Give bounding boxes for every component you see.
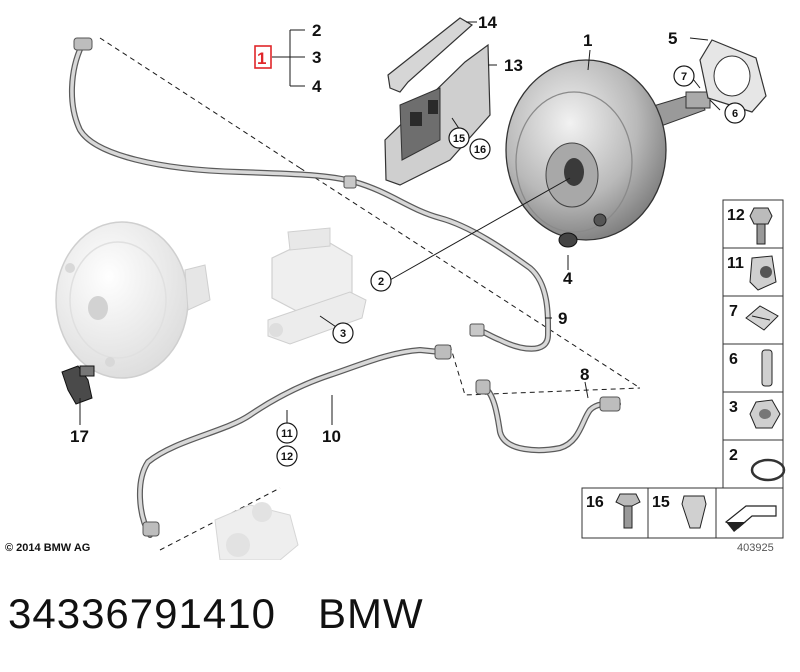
bubble-2: 2: [378, 276, 384, 288]
legend-right: 12 11 7 6 3 2: [722, 199, 786, 489]
callout-5: 5: [668, 29, 677, 48]
expanding-nut-icon: [681, 495, 707, 529]
gasket: [699, 39, 767, 113]
ghost-pump: [214, 502, 299, 560]
bubble-15: 15: [453, 133, 465, 145]
bracket-item-4: 4: [312, 77, 322, 96]
callout-labels: 1 5 14 13 4 9 8 10 17 1 2 3 4: [70, 13, 677, 446]
spring-clip-icon: [745, 305, 779, 331]
part-number: 34336791410: [8, 590, 276, 637]
brand-name: BMW: [317, 590, 424, 637]
grommet: [558, 232, 578, 248]
legend-label-12: 12: [727, 207, 745, 224]
bubble-3: 3: [340, 328, 346, 340]
screw-icon: [615, 493, 641, 529]
brake-booster: [505, 59, 711, 241]
bubble-7: 7: [681, 71, 687, 83]
callout-14: 14: [478, 13, 497, 32]
legend-label-6: 6: [729, 351, 738, 368]
legend-label-7: 7: [729, 303, 738, 320]
callout-17: 17: [70, 427, 89, 446]
diagram-id: 403925: [737, 542, 774, 554]
legend-label-15: 15: [652, 494, 670, 511]
callout-9: 9: [558, 309, 567, 328]
vacuum-line-8: [475, 379, 621, 454]
legend-label-11: 11: [727, 255, 744, 272]
bracket-highlight-label: 1: [257, 49, 266, 68]
clip-icon: [749, 255, 777, 291]
legend-bottom: 16 15: [581, 487, 784, 539]
callout-4: 4: [563, 269, 573, 288]
vacuum-line-10: [136, 344, 452, 538]
highlight-box: [254, 45, 272, 69]
pin-icon: [761, 349, 773, 387]
legend-label-16: 16: [586, 494, 604, 511]
callout-13: 13: [504, 56, 523, 75]
legend-label-3: 3: [729, 399, 738, 416]
bracket-item-2: 2: [312, 21, 321, 40]
bubble-labels: 2 3 7 6 15 16 11 12: [281, 71, 738, 463]
heat-shield: [384, 17, 491, 186]
nut-icon: [749, 399, 781, 429]
bracket-item-3: 3: [312, 48, 321, 67]
legend-label-2: 2: [729, 447, 738, 464]
leader-lines: [79, 21, 721, 425]
callout-10: 10: [322, 427, 341, 446]
ghost-master-cylinder: [267, 227, 367, 345]
arrow-icon: [724, 505, 777, 532]
vacuum-line-9: [69, 37, 552, 352]
bubble-16: 16: [474, 144, 486, 156]
bolt-icon: [749, 207, 773, 245]
callout-8: 8: [580, 365, 589, 384]
pressure-sensor: [61, 365, 95, 405]
bubble-6: 6: [732, 108, 738, 120]
ghost-booster: [55, 221, 211, 379]
copyright-notice: © 2014 BMW AG: [5, 542, 91, 554]
part-number-line: 34336791410 BMW: [8, 590, 424, 638]
parts-diagram: 1 5 14 13 4 9 8 10 17 1 2 3 4 2 3 7 6 15…: [55, 13, 786, 560]
o-ring-icon: [750, 458, 786, 482]
callout-1: 1: [583, 31, 592, 50]
bubble-12: 12: [281, 451, 293, 463]
callout-bubbles: [276, 65, 746, 467]
bubble-11: 11: [281, 428, 293, 440]
